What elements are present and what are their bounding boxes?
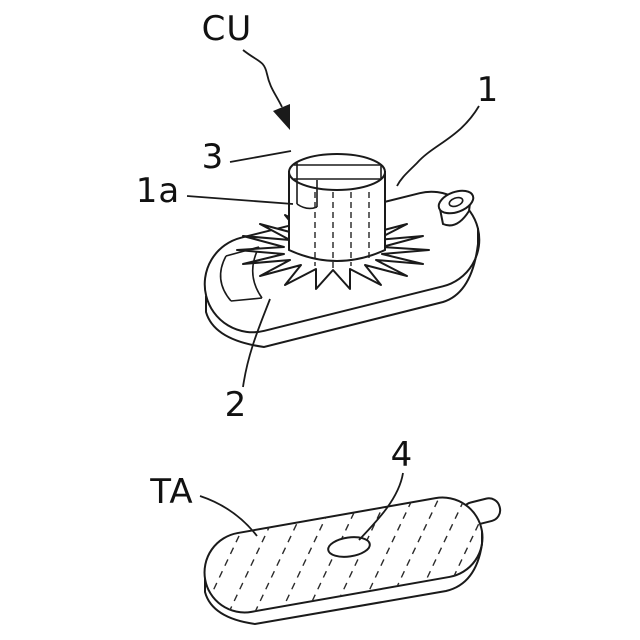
label-ref1: 1 [476,70,500,110]
leader-lines [186,49,480,541]
upper-assembly-drawing [203,153,481,349]
cu-arrow [242,49,290,130]
label-ref3: 3 [201,137,225,177]
label-cu: CU [201,9,253,49]
cylinder-body [288,153,386,268]
plate-hole [327,536,371,558]
arrowhead [273,104,290,130]
leader-ref3 [229,150,292,163]
plate-thickness-edge [204,531,483,626]
hidden-bore-lines [314,192,370,268]
leader-ref1 [396,105,480,187]
label-ta: TA [150,472,194,512]
label-ref2: 2 [224,385,248,425]
label-ref1a: 1a [135,171,181,211]
top-slot [294,164,382,180]
leader-ta [199,495,258,537]
plate-lug [437,189,475,227]
leader-ref1a [186,195,294,205]
leader-ref2 [242,298,271,388]
leader-ref4 [358,472,404,541]
label-ref4: 4 [390,435,414,475]
lower-plate-drawing [198,496,502,626]
